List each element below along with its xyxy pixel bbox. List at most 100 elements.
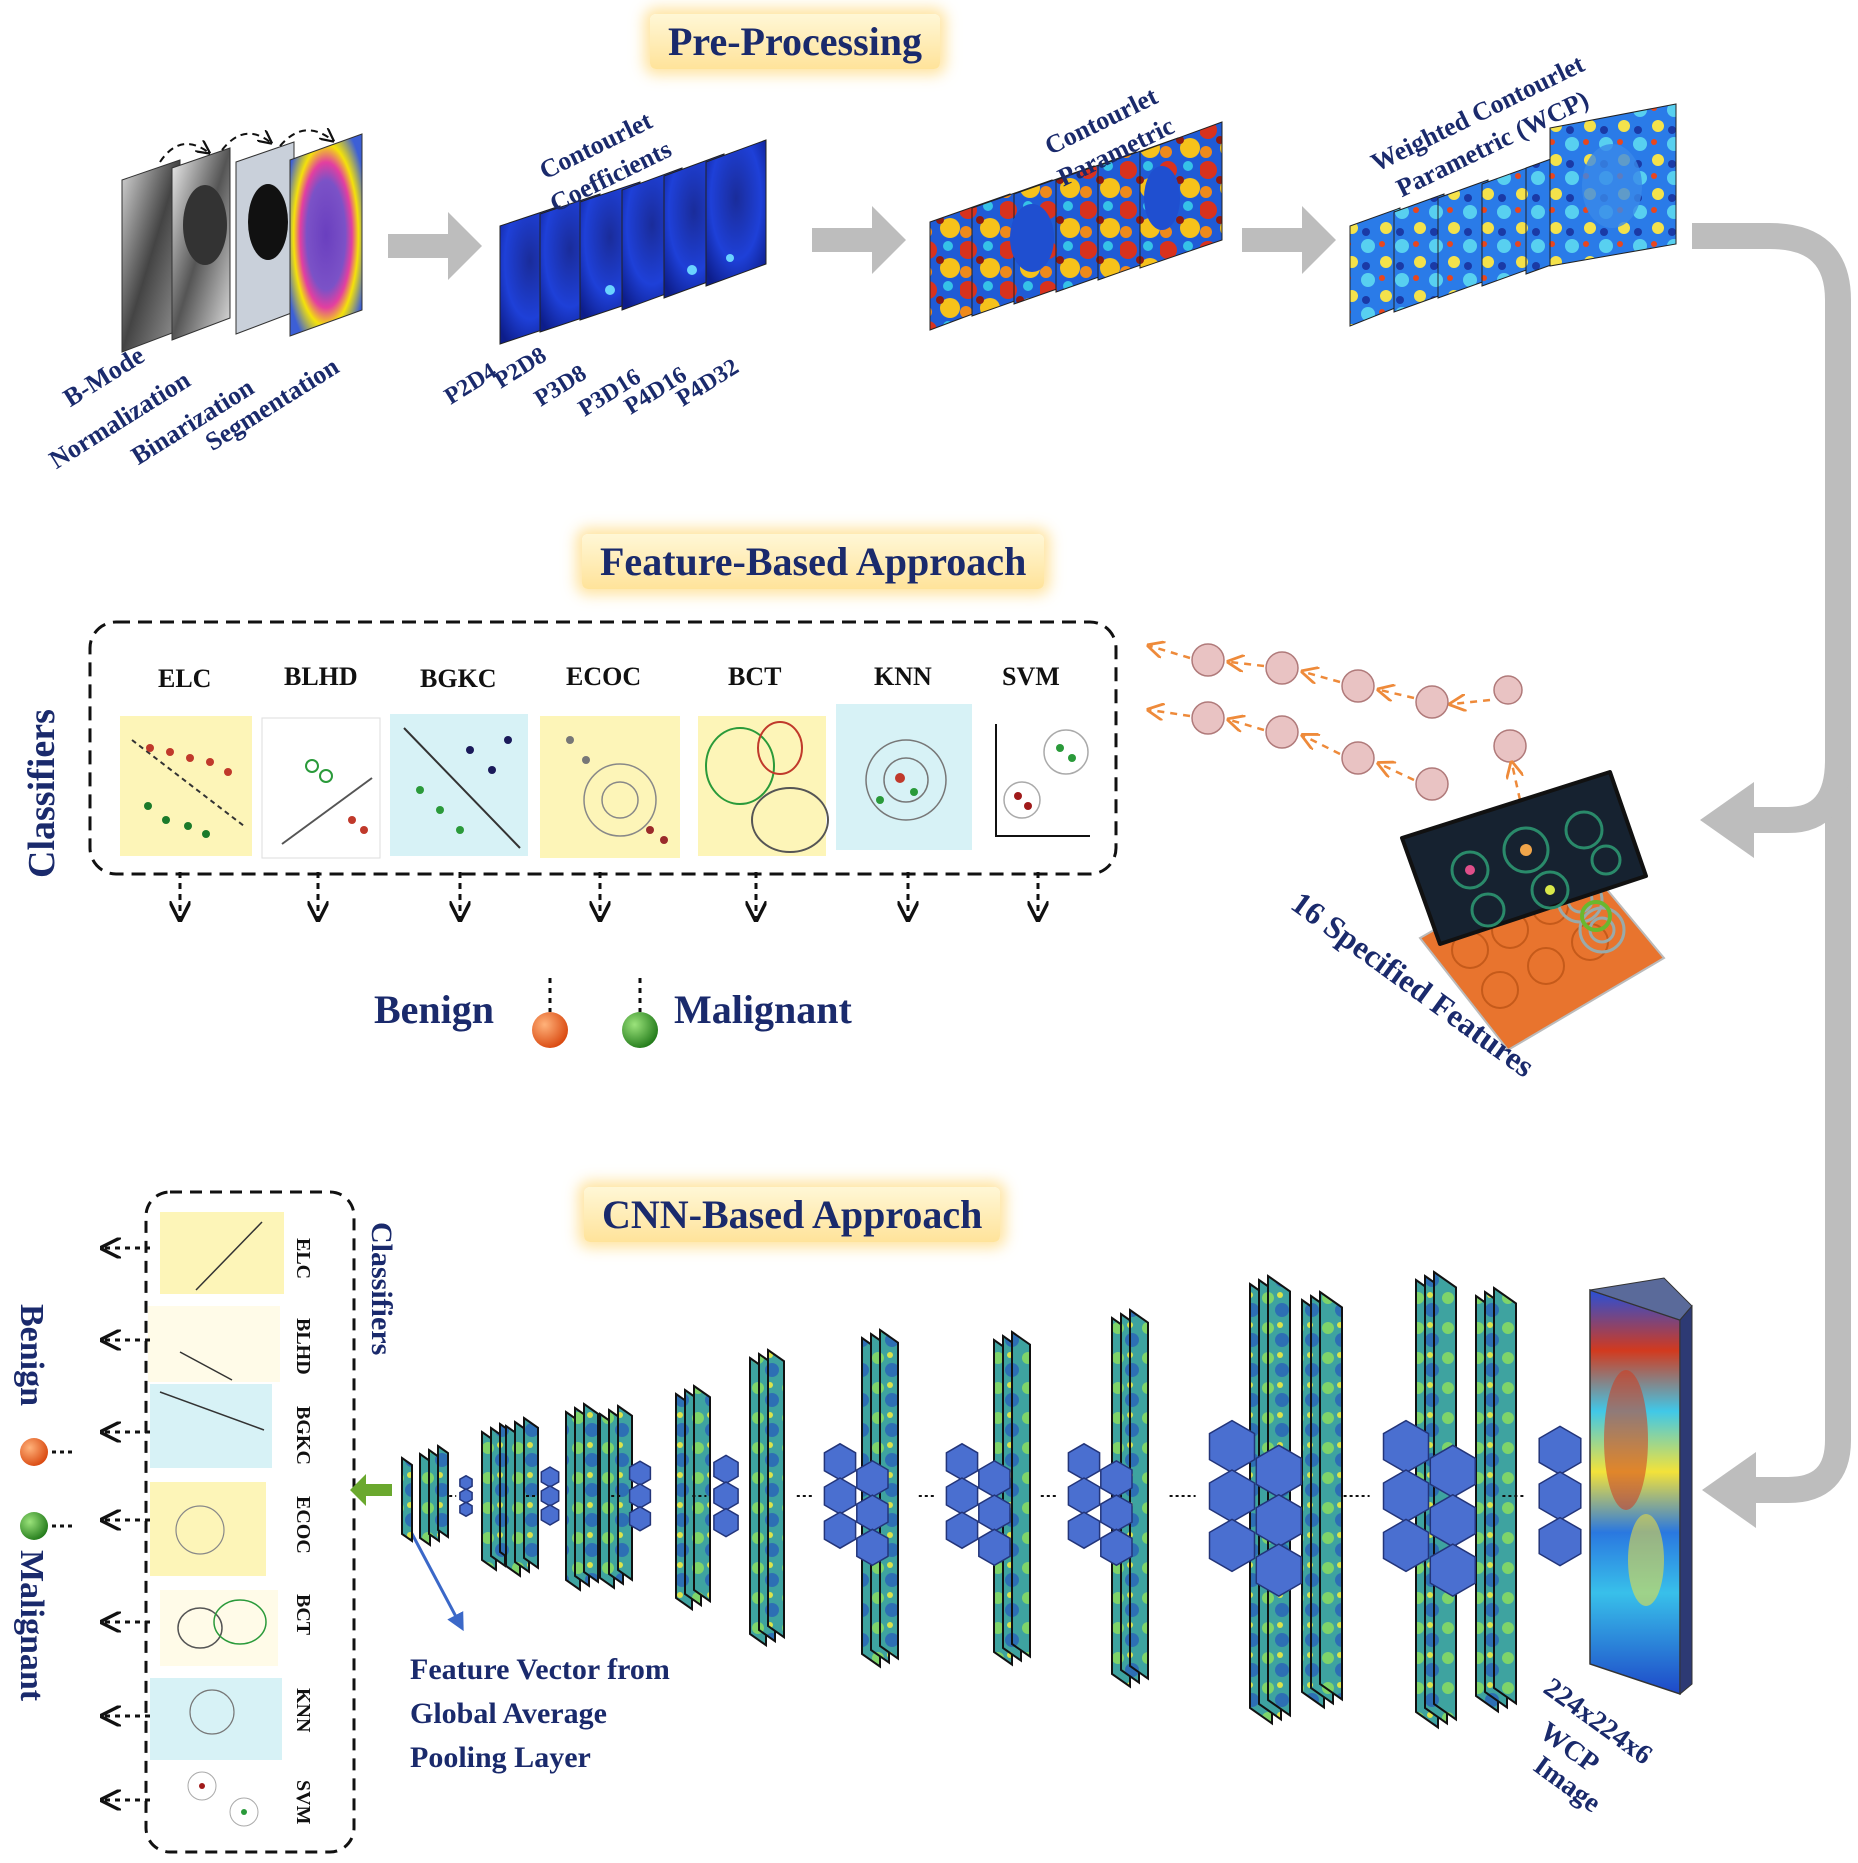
feature-map-slab <box>419 1452 431 1547</box>
filter-hexagon <box>1255 1543 1303 1597</box>
feature-vector-line-2: Global Average <box>410 1697 607 1730</box>
cnn-classifier-label-bct: BCT <box>292 1594 314 1636</box>
feature-legend-dots <box>532 978 658 1048</box>
filter-hexagon <box>978 1528 1011 1567</box>
filter-hexagon <box>540 1504 560 1526</box>
feature-map-slab <box>617 1404 633 1582</box>
filter-hexagon <box>823 1511 857 1550</box>
arrow-into-features <box>1700 782 1754 858</box>
cnn-classifier-label-svm: SVM <box>292 1780 314 1825</box>
malignant-label: Malignant <box>674 987 852 1032</box>
benign-dot <box>532 1012 568 1048</box>
feature-map-slab <box>401 1456 413 1543</box>
wcp-input-block <box>1589 1277 1693 1696</box>
cnn-layers <box>401 1270 1582 1730</box>
filter-hexagon <box>945 1442 979 1481</box>
classifier-label-bgkc: BGKC <box>420 664 497 693</box>
feature-map-slab <box>523 1416 539 1570</box>
filter-hexagon <box>628 1505 652 1532</box>
cnn-output-arrows <box>104 1248 150 1800</box>
filter-hexagon <box>1208 1469 1256 1523</box>
feature-map-slab <box>1319 1290 1343 1702</box>
filter-hexagon <box>628 1460 652 1487</box>
filter-hexagon <box>540 1466 560 1488</box>
classifier-label-bct: BCT <box>728 662 782 691</box>
feature-map-slab <box>1011 1330 1031 1659</box>
feature-vector-pointer <box>408 1529 464 1632</box>
feature-based-title: Feature-Based Approach <box>582 534 1045 589</box>
classifier-box <box>88 620 1118 876</box>
cnn-to-classifier-arrow <box>350 1472 392 1506</box>
feature-map-slab <box>428 1448 440 1543</box>
cnn-classifier-label-ecoc: ECOC <box>292 1496 314 1554</box>
feature-map-slab <box>879 1328 899 1661</box>
stage-arrows <box>388 206 1336 280</box>
filter-hexagon <box>1538 1516 1582 1567</box>
filter-hexagon <box>713 1507 739 1538</box>
cnn-classifier-thumbnails <box>148 1212 284 1838</box>
filter-hexagon <box>540 1485 560 1507</box>
feature-map-slab <box>1129 1308 1149 1681</box>
feature-vector-label: Feature Vector from Global Average Pooli… <box>410 1648 670 1780</box>
preprocessing-step-images <box>121 130 363 353</box>
cnn-classifier-label-knn: KNN <box>292 1688 314 1733</box>
filter-hexagon <box>628 1483 652 1509</box>
cnn-classifier-label-elc: ELC <box>292 1238 314 1280</box>
cnn-benign-dot <box>20 1438 48 1466</box>
classifier-label-knn: KNN <box>874 662 932 691</box>
cnn-classifier-label-blhd: BLHD <box>292 1318 314 1375</box>
contourlet-coefficients-stack <box>499 139 767 345</box>
filter-hexagon <box>1067 1442 1101 1481</box>
arrow-into-cnn <box>1702 1452 1756 1528</box>
filter-hexagon <box>1429 1543 1477 1597</box>
filter-hexagon <box>459 1501 473 1518</box>
filter-hexagon <box>823 1442 857 1481</box>
classifier-label-svm: SVM <box>1002 662 1060 691</box>
feature-map-slab <box>437 1444 449 1539</box>
malignant-dot <box>622 1012 658 1048</box>
feature-map-slab <box>693 1384 711 1604</box>
contourlet-parametric-stack <box>929 121 1223 331</box>
filter-hexagon <box>713 1481 739 1511</box>
benign-label: Benign <box>374 987 495 1032</box>
wcp-stack <box>1349 103 1677 327</box>
cnn-benign-label: Benign <box>13 1304 50 1407</box>
filter-hexagon <box>1067 1511 1101 1550</box>
feature-map-slab <box>583 1402 599 1584</box>
cnn-legend-dots <box>20 1438 76 1540</box>
filter-hexagon <box>1382 1518 1430 1573</box>
filter-hexagon <box>945 1511 979 1550</box>
classifier-thumbnails <box>120 704 1100 859</box>
cnn-classifier-label-bgkc: BGKC <box>292 1406 314 1465</box>
feature-cells <box>1150 644 1527 801</box>
filter-hexagon <box>459 1474 473 1491</box>
preprocessing-title: Pre-Processing <box>650 14 941 69</box>
filter-hexagon <box>1067 1477 1101 1515</box>
feature-vector-line-1: Feature Vector from <box>410 1653 670 1686</box>
filter-hexagon <box>856 1528 889 1567</box>
filter-hexagon <box>713 1454 739 1485</box>
cnn-based-title: CNN-Based Approach <box>584 1187 1001 1242</box>
filter-hexagon <box>823 1477 857 1515</box>
feature-classifiers-side-label: Classifiers <box>21 709 63 878</box>
feature-map-slab <box>767 1348 785 1640</box>
filter-hexagon <box>945 1477 979 1515</box>
feature-vector-line-3: Pooling Layer <box>410 1741 591 1774</box>
classifier-label-ecoc: ECOC <box>566 662 642 691</box>
filter-hexagon <box>1100 1528 1133 1567</box>
classifier-label-elc: ELC <box>158 664 212 693</box>
flow-connector <box>1692 223 1851 1503</box>
filter-hexagon <box>1538 1471 1582 1521</box>
filter-hexagon <box>1208 1518 1256 1573</box>
filter-hexagon <box>459 1488 473 1504</box>
cnn-malignant-label: Malignant <box>13 1550 50 1702</box>
filter-hexagon <box>1208 1419 1256 1474</box>
classifier-label-blhd: BLHD <box>284 662 358 691</box>
filter-hexagon <box>1538 1425 1582 1476</box>
cnn-classifiers-side-label: Classifiers <box>365 1222 398 1356</box>
features-tablet <box>1400 770 1666 1052</box>
classifier-output-arrows <box>180 872 1038 918</box>
cnn-malignant-dot <box>20 1512 48 1540</box>
